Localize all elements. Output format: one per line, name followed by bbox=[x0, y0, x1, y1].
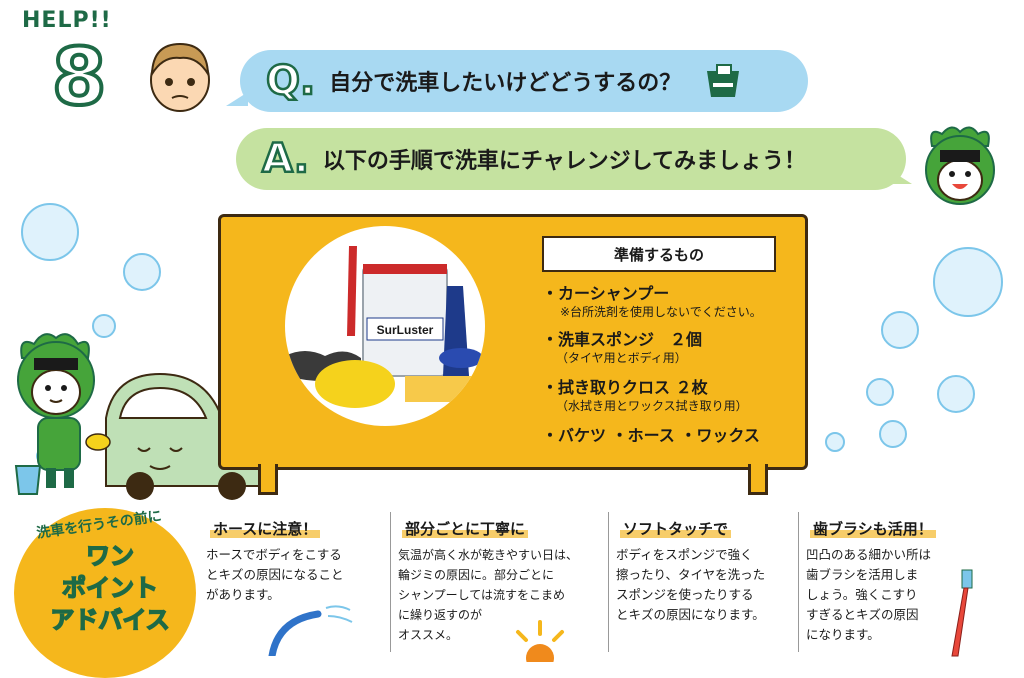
prep-note-sponge: （タイヤ用とボディ用） bbox=[556, 351, 687, 365]
tip-soft-touch: ソフトタッチで ボディをスポンジで強く擦ったり、タイヤを洗ったスポンジを使ったり… bbox=[616, 518, 794, 625]
prep-item-car-shampoo: ・カーシャンプー bbox=[542, 284, 670, 303]
question-bubble: Q. 自分で洗車したいけどどうするの？ bbox=[240, 50, 808, 112]
question-bubble-tail bbox=[226, 92, 248, 106]
tip-section-title: 部分ごとに丁寧に bbox=[402, 520, 529, 538]
car-wash-supplies-illustration: SurLuster bbox=[285, 246, 483, 408]
preparation-title: 準備するもの bbox=[542, 236, 776, 272]
board-leg bbox=[258, 464, 278, 495]
prep-note-cloth: （水拭き用とワックス拭き取り用） bbox=[556, 399, 748, 413]
bucket-icon bbox=[707, 64, 740, 97]
answer-bubble: A. 以下の手順で洗車にチャレンジしてみましょう！ bbox=[236, 128, 906, 190]
mascot-face-icon bbox=[925, 126, 995, 205]
prep-item-bucket-hose-wax: ・バケツ ・ホース ・ワックス bbox=[542, 426, 760, 445]
tip-soft-body: ボディをスポンジで強く擦ったり、タイヤを洗ったスポンジを使ったりするとキズの原因… bbox=[616, 547, 766, 622]
prep-item-sponge: ・洗車スポンジ ２個 bbox=[542, 330, 703, 349]
tip-hose: ホースに注意！ ホースでボディをこするとキズの原因になることがあります。 bbox=[206, 518, 386, 605]
tip-toothbrush: 歯ブラシも活用！ 凹凸のある細かい所は歯ブラシを活用しましょう。強くこすりすぎる… bbox=[806, 518, 986, 645]
question-text: 自分で洗車したいけどどうするの？ bbox=[329, 71, 682, 96]
board-leg bbox=[748, 464, 768, 495]
hose-icon bbox=[268, 605, 353, 656]
tip-divider bbox=[798, 512, 799, 652]
boy-face-icon bbox=[150, 42, 210, 112]
soap-bubbles bbox=[21, 203, 1003, 464]
prep-item-cloth: ・拭き取りクロス ２枚 bbox=[542, 378, 708, 397]
tip-hose-body: ホースでボディをこするとキズの原因になることがあります。 bbox=[206, 547, 344, 602]
tip-divider bbox=[390, 512, 391, 652]
tip-toothbrush-title: 歯ブラシも活用！ bbox=[810, 520, 936, 538]
sun-icon bbox=[516, 620, 564, 662]
answer-mark: A. bbox=[261, 135, 310, 184]
tip-section-by-section: 部分ごとに丁寧に 気温が高く水が乾きやすい日は、輪ジミの原因に。部分ごとにシャン… bbox=[398, 518, 604, 645]
prep-note-car-shampoo: ※台所洗剤を使用しないでください。 bbox=[560, 305, 762, 319]
advice-badge-title: ワン ポイント アドバイス bbox=[50, 541, 171, 635]
car-wash-supplies-image: SurLuster bbox=[285, 226, 485, 426]
tip-divider bbox=[608, 512, 609, 652]
help-title: HELP!! bbox=[22, 8, 112, 33]
tip-hose-title: ホースに注意！ bbox=[210, 520, 321, 538]
question-mark: Q. bbox=[265, 57, 317, 106]
advice-badge bbox=[14, 508, 196, 678]
help-number: 8 bbox=[50, 33, 108, 123]
tip-toothbrush-body: 凹凸のある細かい所は歯ブラシを活用しましょう。強くこすりすぎるとキズの原因になり… bbox=[806, 547, 932, 642]
answer-text: 以下の手順で洗車にチャレンジしてみましょう！ bbox=[322, 149, 807, 174]
product-brand: SurLuster bbox=[377, 323, 434, 337]
toothbrush-icon bbox=[951, 569, 973, 657]
tip-section-body: 気温が高く水が乾きやすい日は、輪ジミの原因に。部分ごとにシャンプーしては流すをこ… bbox=[398, 548, 579, 642]
tip-soft-title: ソフトタッチで bbox=[620, 520, 732, 538]
